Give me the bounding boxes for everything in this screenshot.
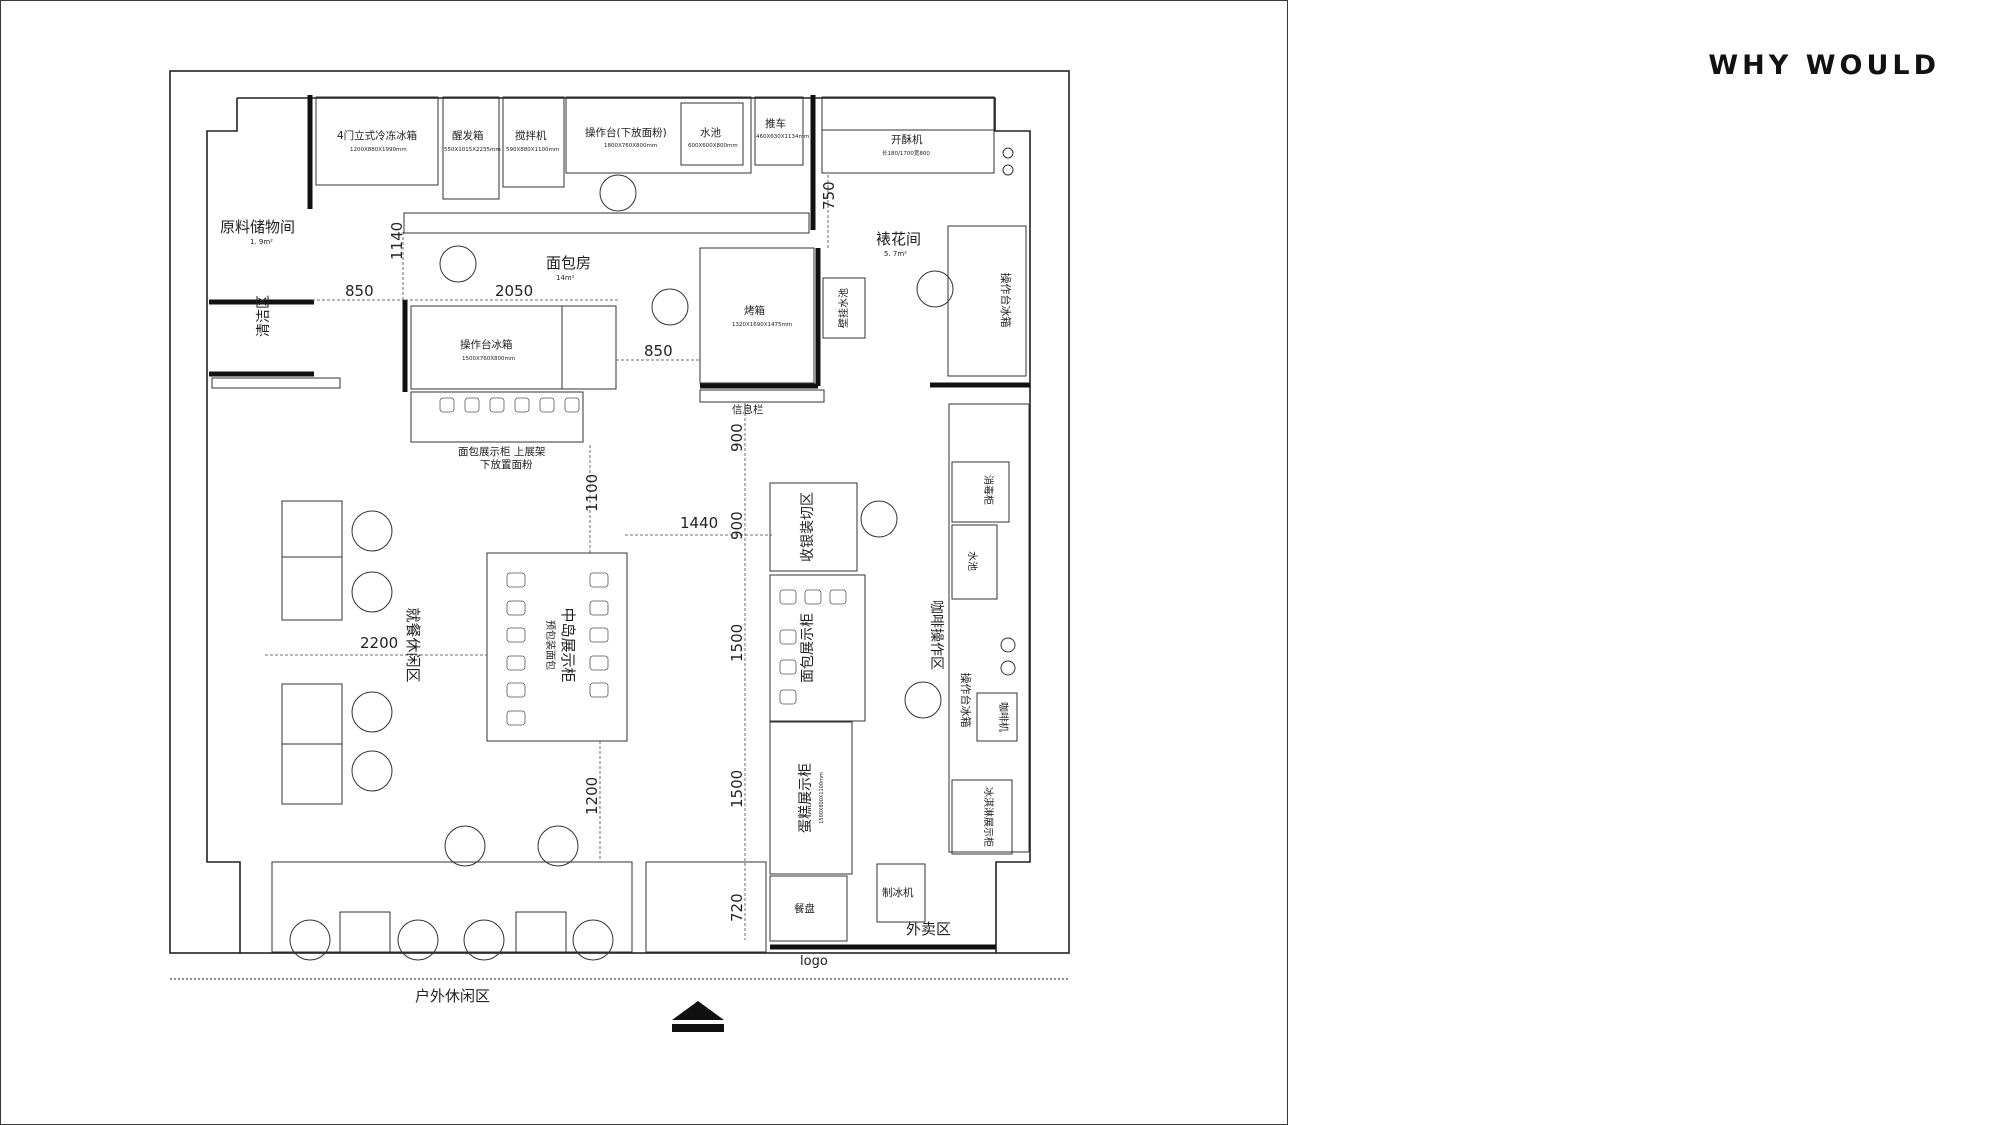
takeaway-label: 外卖区 xyxy=(906,920,951,938)
storage-room-label: 原料储物间 xyxy=(220,218,295,236)
decoration-area-label: 5. 7m² xyxy=(884,250,907,258)
dim-1500-b: 1500 xyxy=(728,770,746,808)
building-outline xyxy=(169,70,1070,954)
bread-cabinet-label-1: 面包展示柜 上展架 xyxy=(458,445,546,458)
cake-dim: 1500X800X1100mm xyxy=(819,772,825,824)
cake-display-label: 蛋糕展示柜 xyxy=(798,763,814,833)
tray-label: 餐盘 xyxy=(794,902,815,915)
worktable-dim: 1800X760X800mm xyxy=(604,143,657,149)
proofer-dim: 550X1015X2235mm xyxy=(444,147,501,153)
sheeter-label: 开酥机 xyxy=(891,133,923,146)
bakery-fridge-dim: 1500X760X800mm xyxy=(462,356,515,362)
sterilizer-label: 消毒柜 xyxy=(982,475,995,505)
mixer-label: 搅拌机 xyxy=(515,129,547,142)
dim-1100: 1100 xyxy=(583,474,601,512)
cashier-label: 收银装切区 xyxy=(800,492,816,562)
sink-dim: 600X600X800mm xyxy=(688,143,738,149)
dim-850-b: 850 xyxy=(644,342,673,360)
bakery-area-label: 14m² xyxy=(556,274,575,282)
dim-1200: 1200 xyxy=(583,777,601,815)
coffee-machine-label: 咖啡机 xyxy=(997,702,1010,732)
coffee-fridge-label: 操作台冰箱 xyxy=(959,673,973,728)
east-wall xyxy=(237,97,1031,953)
coffee-area-label: 咖啡操作区 xyxy=(928,600,944,670)
info-bar-label: 信息栏 xyxy=(732,403,764,416)
cart-dim: 460X630X1134mm xyxy=(756,134,809,140)
worktable-label: 操作台(下放面粉) xyxy=(585,126,667,139)
coffee-sink-label: 水池 xyxy=(966,551,979,571)
dim-1500-a: 1500 xyxy=(728,624,746,662)
icecream-label: 冰淇淋展示柜 xyxy=(982,787,995,847)
island-label: 中岛展示柜 xyxy=(559,607,577,682)
outdoor-area-label: 户外休闲区 xyxy=(415,987,490,1005)
wall-sink-label: 壁挂水池 xyxy=(837,288,850,328)
bakery-room-label: 面包房 xyxy=(546,254,591,272)
dim-1440: 1440 xyxy=(680,514,718,532)
dim-2050: 2050 xyxy=(495,282,533,300)
dim-900-a: 900 xyxy=(728,423,746,452)
brand-logo: WHY WOULD xyxy=(1708,50,1940,81)
west-wall xyxy=(206,98,241,953)
ice-maker-label: 制冰机 xyxy=(882,886,914,899)
dim-850-a: 850 xyxy=(345,282,374,300)
bread-cabinet-label-2: 下放置面粉 xyxy=(480,458,533,471)
oven-label: 烤箱 xyxy=(744,304,765,317)
dim-900-b: 900 xyxy=(728,511,746,540)
dim-750: 750 xyxy=(820,181,838,210)
bread-display-label: 面包展示柜 xyxy=(800,613,816,683)
dim-720: 720 xyxy=(728,893,746,922)
dim-1140: 1140 xyxy=(388,222,406,260)
entrance-arrow-icon xyxy=(672,1001,724,1032)
deco-fridge-label: 操作台冰箱 xyxy=(999,273,1013,328)
freezer-label: 4门立式冷冻冰箱 xyxy=(337,129,417,142)
freezer-dim: 1200X880X1990mm xyxy=(350,147,407,153)
proofer-label: 醒发箱 xyxy=(452,129,484,142)
oven-dim: 1320X1690X1475mm xyxy=(732,322,792,328)
dining-area-label: 就餐休闲区 xyxy=(404,607,422,682)
mixer-dim: 590X880X1100mm xyxy=(506,147,559,153)
cart-label: 推车 xyxy=(765,117,786,130)
sheeter-dim: 长180/1700宽800 xyxy=(882,149,930,157)
storage-area-label: 1. 9m² xyxy=(250,238,273,246)
sink-label: 水池 xyxy=(700,126,721,139)
bakery-fridge-label: 操作台冰箱 xyxy=(460,338,513,351)
decoration-room-label: 裱花间 xyxy=(876,230,921,248)
cleaning-area-label: 清洁区 xyxy=(256,295,272,337)
island-sub-label: 预包装面包 xyxy=(544,620,557,670)
drawing-panel xyxy=(0,0,1288,1125)
logo-label: logo xyxy=(800,954,828,969)
dim-2200: 2200 xyxy=(360,634,398,652)
